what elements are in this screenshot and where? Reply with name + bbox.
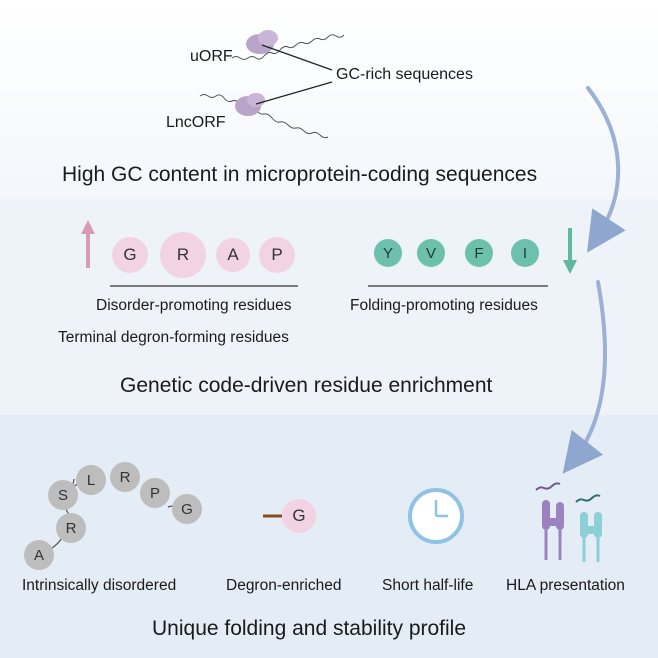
residue-badge: I: [511, 239, 539, 267]
residue-badge: F: [465, 239, 493, 267]
section1-heading: High GC content in microprotein-coding s…: [62, 163, 538, 186]
ribosome-icon: [235, 93, 265, 116]
residue-badge: P: [259, 237, 295, 273]
gc-rich-label: GC-rich sequences: [336, 66, 473, 83]
chain-residue: R: [110, 462, 140, 492]
residue-badge: A: [216, 238, 250, 272]
residue-badge: G: [112, 237, 148, 273]
arrow-down-icon: [563, 228, 577, 274]
gc-pointer-2: [255, 81, 333, 105]
lncorf-label: LncORF: [166, 114, 226, 131]
uorf-label: uORF: [190, 48, 233, 65]
section-gc-content: [0, 0, 658, 200]
half-life-label: Short half-life: [382, 577, 474, 594]
chain-residue: A: [24, 540, 54, 570]
hla-teal-icon: [575, 494, 602, 562]
uorf-mrna: [231, 34, 345, 60]
residue-badge: R: [160, 232, 206, 278]
chain-residue: G: [172, 494, 202, 524]
section-stability-profile: [0, 415, 658, 658]
residue-badge: Y: [374, 239, 402, 267]
degron-residue: G: [282, 499, 316, 533]
section-residue-enrichment: [0, 200, 658, 415]
chain-residue: L: [76, 465, 106, 495]
disordered-label: Intrinsically disordered: [22, 577, 177, 594]
degron-enriched-label: Degron-enriched: [226, 577, 342, 594]
gc-pointer-1: [261, 44, 333, 71]
residue-badge: V: [417, 239, 445, 267]
disorder-label: Disorder-promoting residues: [96, 297, 292, 314]
lncorf-mrna: [199, 94, 329, 139]
hla-purple-icon: [535, 482, 564, 560]
hla-label: HLA presentation: [506, 577, 625, 594]
arrow-up-icon: [81, 220, 95, 268]
clock-icon: [408, 488, 464, 544]
section3-heading: Unique folding and stability profile: [152, 617, 467, 640]
ribosome-icon: [246, 30, 278, 54]
chain-residue: P: [140, 478, 170, 508]
chain-residue: R: [56, 513, 86, 543]
flow-arrow-2: [562, 280, 607, 474]
folding-label: Folding-promoting residues: [350, 297, 538, 314]
section2-heading: Genetic code-driven residue enrichment: [120, 374, 493, 397]
degron-forming-label: Terminal degron-forming residues: [58, 329, 289, 346]
chain-residue: S: [48, 480, 78, 510]
flow-arrow-1: [586, 86, 626, 253]
